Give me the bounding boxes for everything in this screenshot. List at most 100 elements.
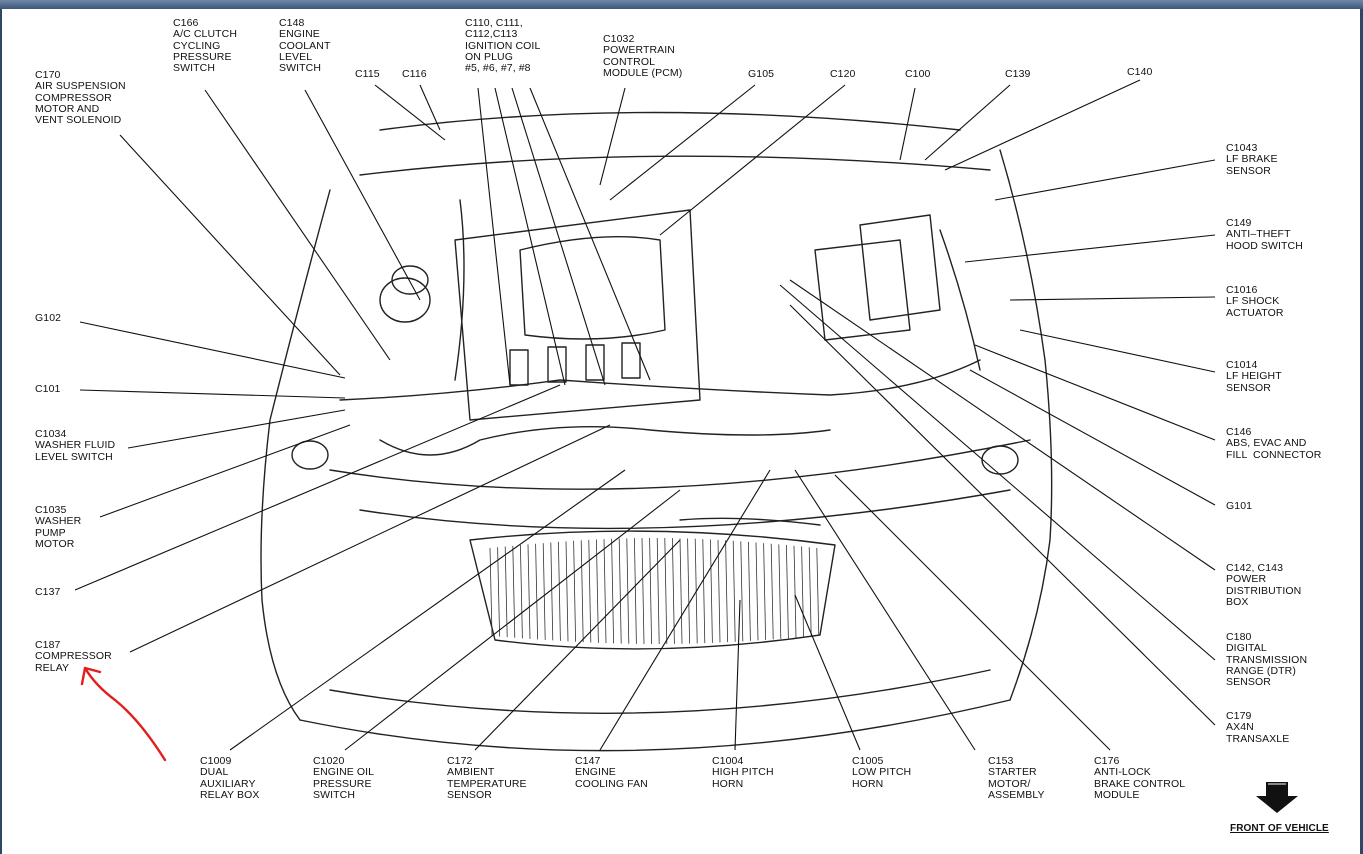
label-c1034: C1034 WASHER FLUID LEVEL SWITCH [35,428,116,463]
coil-3 [585,344,605,381]
label-c1035: C1035 WASHER PUMP MOTOR [35,504,82,550]
label-c140: C140 [1127,66,1153,78]
label-c1020: C1020 ENGINE OIL PRESSURE SWITCH [313,755,375,801]
cowl-outline [379,111,961,131]
leader-c1014 [1019,329,1216,373]
label-c180: C180 DIGITAL TRANSMISSION RANGE (DTR) SE… [1226,631,1308,689]
engine-intake [519,235,666,340]
harness-lower [379,425,831,456]
leader-c179 [789,304,1216,726]
leader-c120 [659,84,846,236]
leader-c147 [599,469,771,751]
front-arrow-icon [1256,782,1298,813]
leader-c1005 [794,594,861,751]
leader-c176 [834,474,1111,751]
radiator-support [329,439,1031,490]
leader-g101 [969,369,1216,506]
harness-upper [454,199,465,381]
label-g102: G102 [35,312,62,324]
leader-c166 [204,89,391,361]
label-c176: C176 ANTI-LOCK BRAKE CONTROL MODULE [1094,755,1186,801]
leader-c146 [974,344,1216,441]
harness-right [939,229,981,371]
leader-c1016 [1009,296,1216,301]
coil-4 [621,342,641,379]
label-c1005: C1005 LOW PITCH HORN [852,755,912,790]
leader-c148 [304,89,421,301]
label-g101: G101 [1226,500,1253,512]
label-c120: C120 [830,68,856,80]
label-c101: C101 [35,383,61,395]
leader-c110b [494,87,566,386]
left-fender-outline [260,189,331,721]
leader-c1035 [99,424,351,518]
leader-g105 [609,84,756,201]
label-g105: G105 [748,68,775,80]
coil-1 [509,349,529,386]
leader-c1034 [127,409,346,449]
leader-c187 [129,424,611,653]
leader-c110c [511,87,606,386]
battery [859,214,941,321]
engine-block [454,209,701,421]
leader-c1009 [229,469,626,751]
leader-c1043 [994,159,1216,201]
leader-c142 [789,279,1216,571]
label-c142-c143: C142, C143 POWER DISTRIBUTION BOX [1226,562,1302,608]
window-frame-right [1360,9,1363,854]
front-fascia [299,699,1011,752]
grille-bars [489,537,820,645]
leader-g102 [79,321,346,379]
leader-c1032 [599,87,626,186]
label-c1014: C1014 LF HEIGHT SENSOR [1226,359,1282,394]
power-distribution-box [814,239,911,341]
leader-c139 [924,84,1011,161]
label-c187: C187 COMPRESSOR RELAY [35,639,112,674]
label-c1043: C1043 LF BRAKE SENSOR [1226,142,1278,177]
front-fascia-inner [329,669,991,714]
radiator-support-lower [359,489,1011,530]
label-c166: C166 A/C CLUTCH CYCLING PRESSURE SWITCH [173,17,238,75]
leader-c140 [944,79,1141,171]
main-harness [339,359,981,401]
label-c1032: C1032 POWERTRAIN CONTROL MODULE (PCM) [603,33,683,79]
window-frame-left [0,9,2,854]
right-fender-outline [999,149,1053,701]
label-c1016: C1016 LF SHOCK ACTUATOR [1226,284,1284,319]
grille-outline [469,530,836,650]
front-of-vehicle-label: FRONT OF VEHICLE [1230,823,1329,834]
label-c100: C100 [905,68,931,80]
washer-reservoir [379,277,431,323]
left-headlamp [291,440,329,470]
label-c115: C115 [355,68,380,80]
leader-c180 [779,284,1216,661]
label-c1009: C1009 DUAL AUXILIARY RELAY BOX [200,755,260,801]
leader-c137 [74,384,561,591]
leader-c153 [794,469,976,751]
leader-c110a [477,87,511,386]
label-c179: C179 AX4N TRANSAXLE [1226,710,1290,745]
label-c110-c113: C110, C111, C112,C113 IGNITION COIL ON P… [465,17,541,75]
label-c116: C116 [402,68,427,80]
coolant-reservoir [391,265,429,295]
right-headlamp [981,445,1019,475]
window-top-bar [0,0,1363,9]
leader-c100 [899,87,916,161]
coil-2 [547,346,567,383]
cowl-inner [359,155,991,176]
leader-c149 [964,234,1216,263]
label-c149: C149 ANTI–THEFT HOOD SWITCH [1226,217,1303,252]
leader-c116 [419,84,441,131]
label-c148: C148 ENGINE COOLANT LEVEL SWITCH [279,17,331,75]
leader-c170 [119,134,341,376]
label-c172: C172 AMBIENT TEMPERATURE SENSOR [447,755,527,801]
label-c153: C153 STARTER MOTOR/ ASSEMBLY [988,755,1045,801]
label-c137: C137 [35,586,61,598]
leader-c101 [79,389,346,399]
leader-c1004 [734,599,741,751]
harness-fan [679,517,821,526]
label-c147: C147 ENGINE COOLING FAN [575,755,648,790]
leader-c110d [529,87,651,381]
label-c170: C170 AIR SUSPENSION COMPRESSOR MOTOR AND… [35,69,126,127]
